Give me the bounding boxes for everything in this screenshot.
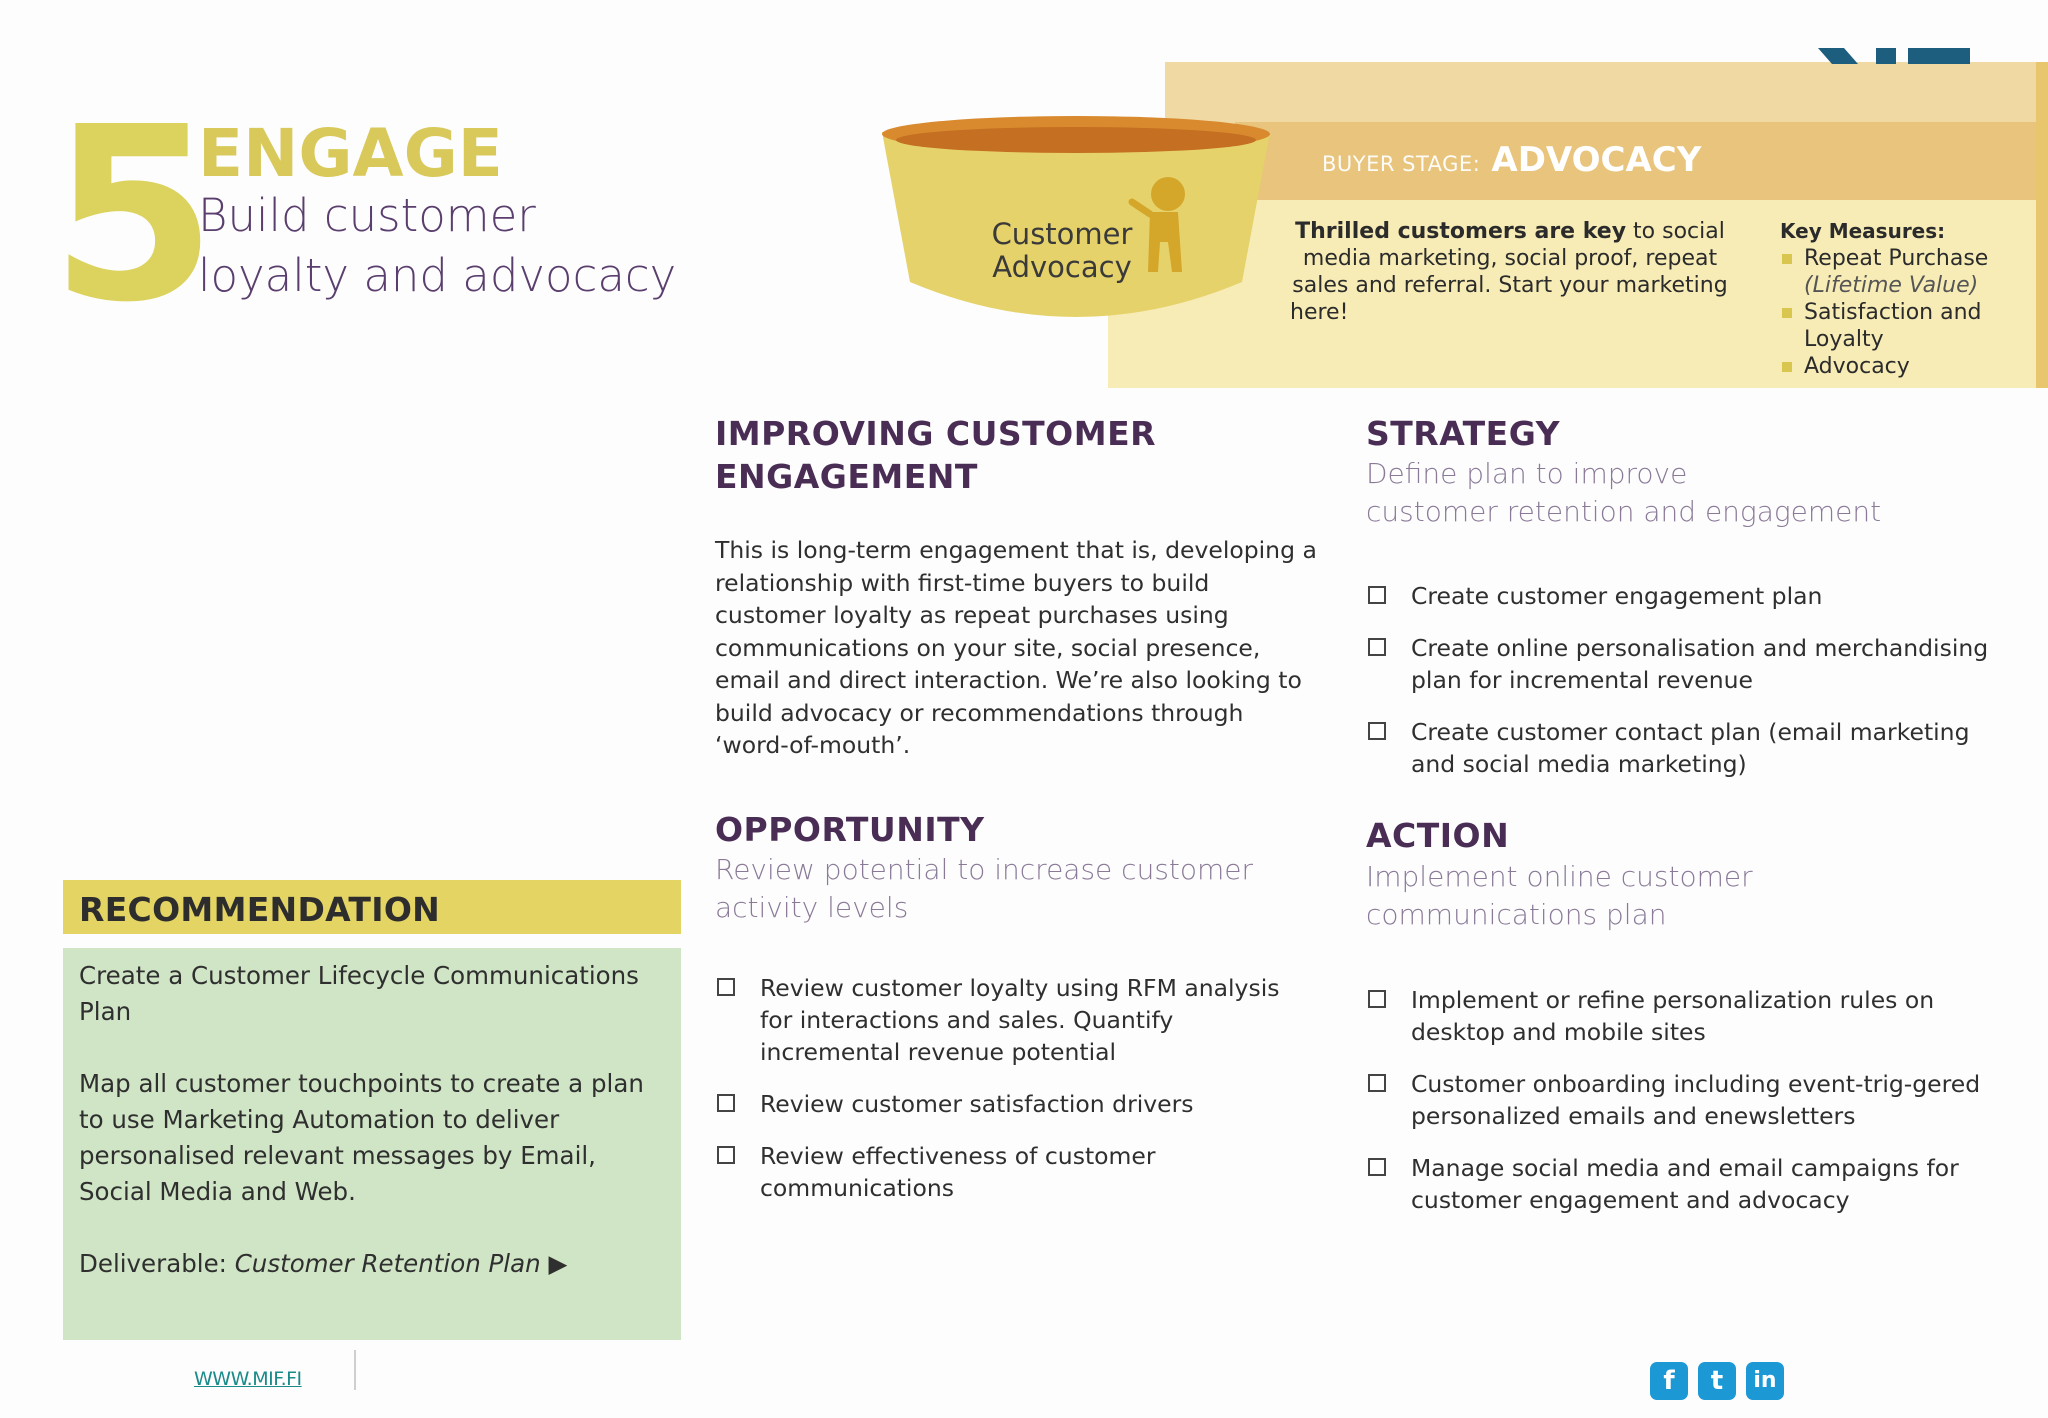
checklist-label: Review effectiveness of customer communi… <box>760 1142 1156 1202</box>
improving-heading: IMPROVING CUSTOMER ENGAGEMENT <box>715 412 1315 498</box>
band-stage <box>1235 122 2048 202</box>
heading-line: IMPROVING CUSTOMER <box>715 414 1157 453</box>
intro-last: here! <box>1290 300 1349 325</box>
key-measure-item: Repeat Purchase(Lifetime Value) <box>1780 245 2030 299</box>
checklist-item: Create online personalisation and mercha… <box>1367 632 2007 696</box>
key-measure-label: Advocacy <box>1804 354 1910 379</box>
subtitle-line: Build customer <box>198 189 536 242</box>
linkedin-icon[interactable]: in <box>1746 1362 1784 1400</box>
checkbox[interactable] <box>1368 1074 1386 1092</box>
band-info <box>1108 200 2048 388</box>
key-measure-item: Advocacy <box>1780 353 2030 380</box>
step-number: 5 <box>50 75 217 355</box>
subtitle-line: loyalty and advocacy <box>198 249 677 302</box>
subtitle-line: Implement online customer <box>1366 860 1753 893</box>
checklist-item: Create customer engagement plan <box>1367 580 2007 612</box>
checklist-label: Review customer loyalty using RFM analys… <box>760 974 1280 1066</box>
recommendation-para: Create a Customer Lifecycle Communicatio… <box>79 961 639 1026</box>
opportunity-list: Review customer loyalty using RFM analys… <box>716 972 1316 1224</box>
recommendation-para: Map all customer touchpoints to create a… <box>79 1069 644 1206</box>
funnel-cup-graphic <box>882 116 1270 317</box>
footer-divider <box>354 1350 356 1390</box>
funnel-label: Customer Advocacy <box>972 218 1152 284</box>
checklist-label: Create customer engagement plan <box>1411 582 1823 610</box>
checklist-item: Manage social media and email campaigns … <box>1367 1152 1987 1216</box>
buyer-stage-value: ADVOCACY <box>1491 140 1702 180</box>
checkbox[interactable] <box>1368 1158 1386 1176</box>
intro-bold: Thrilled customers are key <box>1295 219 1627 244</box>
opportunity-subtitle: Review potential to increase customer ac… <box>715 853 1254 924</box>
subtitle-line: customer retention and engagement <box>1366 495 1882 528</box>
action-list: Implement or refine personalization rule… <box>1367 984 1987 1236</box>
buyer-stage: BUYER STAGE: ADVOCACY <box>1322 140 1701 180</box>
key-measures-title: Key Measures: <box>1780 219 1946 243</box>
checklist-item: Customer onboarding including event-trig… <box>1367 1068 1987 1132</box>
checkbox[interactable] <box>717 1146 735 1164</box>
mif-logo <box>1818 48 1970 64</box>
heading-line: ENGAGEMENT <box>715 457 978 496</box>
checkbox[interactable] <box>1368 586 1386 604</box>
key-measure-item: Satisfaction and Loyalty <box>1780 299 2030 353</box>
key-measure-label: Repeat Purchase <box>1804 246 1989 271</box>
checkbox[interactable] <box>1368 638 1386 656</box>
funnel-label-line: Customer <box>991 217 1133 251</box>
buyer-stage-label: BUYER STAGE: <box>1322 152 1481 176</box>
twitter-icon[interactable]: t <box>1698 1362 1736 1400</box>
page-title: ENGAGE <box>198 115 503 192</box>
square-bullet-icon <box>1782 362 1792 372</box>
funnel-label-line: Advocacy <box>992 250 1132 284</box>
checkbox[interactable] <box>1368 990 1386 1008</box>
checkbox[interactable] <box>717 978 735 996</box>
intro-text: Thrilled customers are key to social med… <box>1290 218 1730 326</box>
improving-body: This is long-term engagement that is, de… <box>715 536 1317 759</box>
square-bullet-icon <box>1782 308 1792 318</box>
key-measure-label: Satisfaction and Loyalty <box>1804 300 1982 352</box>
band-edge <box>2036 62 2048 388</box>
square-bullet-icon <box>1782 254 1792 264</box>
recommendation-body: Create a Customer Lifecycle Communicatio… <box>63 948 681 1340</box>
deliverable: Deliverable: Customer Retention Plan ▶ <box>79 1246 667 1282</box>
strategy-heading: STRATEGY <box>1366 414 1560 453</box>
key-measure-sub: (Lifetime Value) <box>1804 273 1979 298</box>
person-icon <box>1148 212 1182 272</box>
checklist-label: Customer onboarding including event-trig… <box>1411 1070 1981 1130</box>
recommendation-title: RECOMMENDATION <box>79 890 441 929</box>
key-measures: Key Measures: Repeat Purchase(Lifetime V… <box>1780 218 2030 380</box>
subtitle-line: communications plan <box>1366 898 1667 931</box>
deliverable-label: Deliverable: <box>79 1249 235 1278</box>
checklist-label: Create customer contact plan (email mark… <box>1411 718 1970 778</box>
strategy-subtitle: Define plan to improve customer retentio… <box>1366 455 2006 531</box>
checklist-item: Create customer contact plan (email mark… <box>1367 716 2007 780</box>
checklist-item: Implement or refine personalization rule… <box>1367 984 1987 1048</box>
checkbox[interactable] <box>1368 722 1386 740</box>
checklist-label: Implement or refine personalization rule… <box>1411 986 1935 1046</box>
checklist-label: Manage social media and email campaigns … <box>1411 1154 1959 1214</box>
opportunity-heading: OPPORTUNITY <box>715 810 985 849</box>
strategy-list: Create customer engagement plan Create o… <box>1367 580 2007 800</box>
facebook-icon[interactable]: f <box>1650 1362 1688 1400</box>
page-subtitle: Build customer loyalty and advocacy <box>198 186 676 306</box>
checklist-label: Review customer satisfaction drivers <box>760 1090 1194 1118</box>
play-arrow-icon[interactable]: ▶ <box>548 1249 568 1278</box>
checklist-item: Review effectiveness of customer communi… <box>716 1140 1316 1204</box>
deliverable-value: Customer Retention Plan <box>234 1249 541 1278</box>
action-subtitle: Implement online customer communications… <box>1366 858 2006 934</box>
person-icon-head <box>1151 177 1185 211</box>
subtitle-line: Define plan to improve <box>1366 457 1688 490</box>
action-heading: ACTION <box>1366 816 1510 855</box>
checklist-label: Create online personalisation and mercha… <box>1411 634 1989 694</box>
website-link[interactable]: WWW.MIF.FI <box>194 1368 302 1390</box>
recommendation-header: RECOMMENDATION <box>63 880 681 934</box>
checklist-item: Review customer satisfaction drivers <box>716 1088 1316 1120</box>
checkbox[interactable] <box>717 1094 735 1112</box>
intro-rest: to social media marketing, social proof,… <box>1292 219 1728 298</box>
checklist-item: Review customer loyalty using RFM analys… <box>716 972 1316 1068</box>
